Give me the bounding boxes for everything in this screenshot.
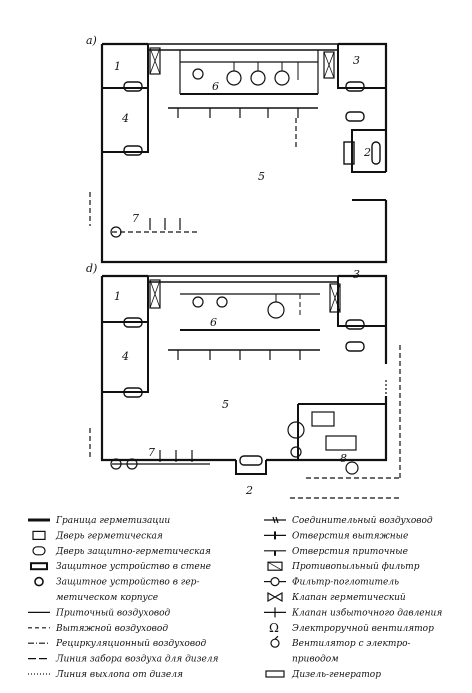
legend-label: Линия выхлопа от дизеля	[55, 670, 183, 680]
room-2-label: 2	[363, 146, 371, 159]
legend-label: Линия забора воздуха для дизеля	[55, 654, 219, 665]
legend-label: Защитное устройство в гер-	[56, 578, 200, 588]
room-4-label: 4	[121, 112, 129, 125]
legend-label: Граница герметизации	[55, 516, 170, 526]
wall-device-icon	[30, 562, 48, 571]
legend-label: Дверь герметическая	[55, 531, 163, 541]
room-7-label: 7	[132, 212, 139, 225]
room-3-label: 3	[353, 54, 360, 67]
manual-fan-icon: Ω	[269, 621, 279, 635]
room-6-label: 6	[212, 80, 219, 93]
legend-label: приводом	[292, 655, 339, 665]
room-b3-label: 3	[353, 268, 360, 281]
legend-label: Дверь защитно-герметическая	[55, 547, 211, 557]
legend-label: Рециркуляционный воздуховод	[55, 639, 206, 649]
legend-label: Вытяжной воздуховод	[55, 624, 168, 634]
door-rect-icon	[32, 530, 46, 541]
legend-label: Защитное устройство в стене	[56, 562, 211, 572]
diagram-a: a)	[86, 34, 388, 264]
legend-label: Приточный воздуховод	[55, 608, 171, 618]
room-b8-label: 8	[340, 452, 347, 465]
valve-icon	[267, 591, 283, 603]
case-device-icon	[34, 576, 44, 587]
connector-icon	[264, 516, 286, 524]
room-b4-label: 4	[121, 350, 129, 363]
room-b6-label: 6	[210, 316, 217, 329]
legend-label: Фильтр-поглотитель	[292, 578, 399, 588]
diesel-icon	[265, 670, 285, 678]
diagram-a-tag: a)	[86, 34, 97, 47]
room-b5-label: 5	[222, 398, 229, 411]
room-b7-label: 7	[148, 446, 155, 459]
overpressure-icon	[264, 607, 286, 618]
room-b2-label: 2	[245, 484, 253, 497]
legend-label: Клапан избыточного давления	[291, 607, 442, 618]
room-5-label: 5	[258, 170, 265, 183]
absorber-icon	[264, 576, 286, 587]
legend-label: Вентилятор с электро-	[291, 639, 411, 649]
filter-icon	[267, 561, 283, 571]
diagram-b: d)	[86, 262, 401, 499]
electric-fan-icon	[270, 635, 280, 648]
legend-label: Соединительный воздуховод	[292, 516, 433, 526]
legend-label: метическом корпусе	[56, 593, 158, 603]
room-b1-label: 1	[114, 290, 121, 303]
diagram-b-tag: d)	[86, 262, 97, 275]
legend-label: Отверстия вытяжные	[292, 531, 408, 541]
legend-label: Клапан герметический	[291, 593, 406, 603]
legend-label: Противопыльный фильтр	[291, 562, 420, 572]
exhaust-hole-icon	[264, 531, 286, 540]
room-1-label: 1	[114, 60, 121, 73]
legend-label: Дизель-генератор	[291, 670, 381, 680]
door-round-icon	[32, 546, 46, 556]
legend-label: Отверстия приточные	[292, 547, 408, 557]
supply-hole-icon	[264, 550, 286, 556]
legend-label: Электроручной вентилятор	[292, 624, 434, 634]
svg-text:Ω: Ω	[269, 621, 279, 635]
